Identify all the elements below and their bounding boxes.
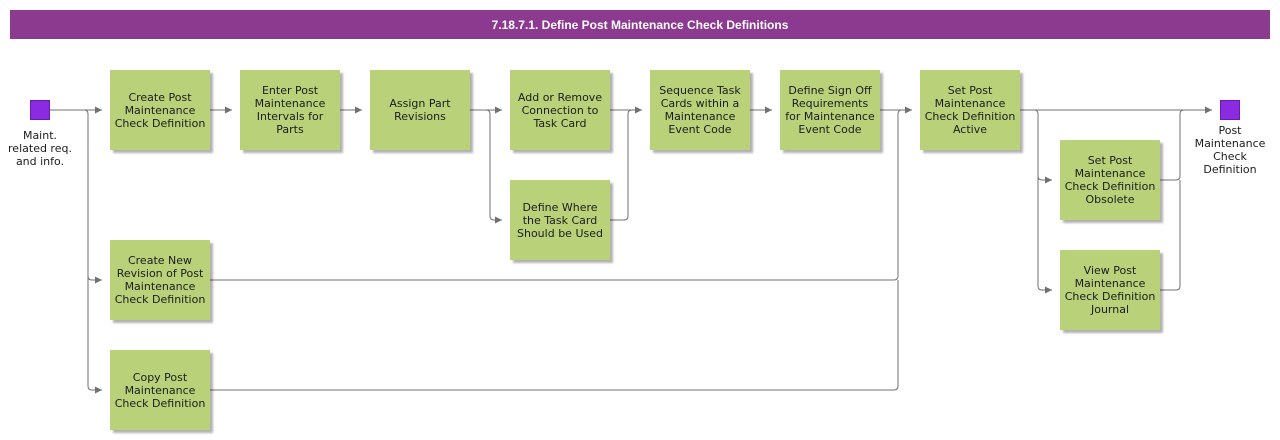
diagram-title-bar: 7.18.7.1. Define Post Maintenance Check … xyxy=(10,10,1270,39)
edge-copy-to-active xyxy=(210,280,899,391)
activity-label: Sequence Task Cards within a Maintenance… xyxy=(659,84,741,136)
end-node xyxy=(1220,100,1240,120)
activity-define-sign-off-requirements[interactable]: Define Sign Off Requirements for Mainten… xyxy=(780,70,880,150)
activity-label: Copy Post Maintenance Check Definition xyxy=(114,370,206,410)
activity-set-definition-active[interactable]: Set Post Maintenance Check Definition Ac… xyxy=(920,70,1020,150)
activity-label: Create Post Maintenance Check Definition xyxy=(114,90,206,130)
activity-define-where-task-card-used[interactable]: Define Where the Task Card Should be Use… xyxy=(510,180,610,260)
activity-label: Set Post Maintenance Check Definition Ac… xyxy=(924,84,1016,136)
edge-active-to-obsolete xyxy=(1033,109,1052,184)
activity-label: Create New Revision of Post Maintenance … xyxy=(114,254,206,306)
start-node-label: Maint. related req. and info. xyxy=(8,129,72,168)
diagram-title: 7.18.7.1. Define Post Maintenance Check … xyxy=(491,17,789,32)
activity-sequence-task-cards[interactable]: Sequence Task Cards within a Maintenance… xyxy=(650,70,750,150)
activity-label: Set Post Maintenance Check Definition Ob… xyxy=(1064,154,1156,206)
activity-view-definition-journal[interactable]: View Post Maintenance Check Definition J… xyxy=(1060,250,1160,330)
edge-active-to-journal xyxy=(1037,176,1052,294)
activity-assign-part-revisions[interactable]: Assign Part Revisions xyxy=(370,70,470,150)
edge-journal-to-end xyxy=(1160,180,1181,291)
activity-enter-post-maintenance-intervals[interactable]: Enter Post Maintenance Intervals for Par… xyxy=(240,70,340,150)
edge-obsolete-to-end xyxy=(1160,109,1185,181)
activity-label: View Post Maintenance Check Definition J… xyxy=(1064,264,1156,316)
edge-assign-to-define-where xyxy=(485,109,502,224)
activity-create-post-maintenance-check-definition[interactable]: Create Post Maintenance Check Definition xyxy=(110,70,210,150)
activity-label: Assign Part Revisions xyxy=(389,97,451,123)
activity-copy-definition[interactable]: Copy Post Maintenance Check Definition xyxy=(110,350,210,430)
activity-add-remove-connection[interactable]: Add or Remove Connection to Task Card xyxy=(510,70,610,150)
activity-label: Add or Remove Connection to Task Card xyxy=(517,90,603,130)
start-node xyxy=(30,100,50,120)
activity-set-definition-obsolete[interactable]: Set Post Maintenance Check Definition Ob… xyxy=(1060,140,1160,220)
end-node-label: Post Maintenance Check Definition xyxy=(1194,124,1266,176)
edge-start-branch-revision xyxy=(83,109,102,284)
activity-label: Define Where the Task Card Should be Use… xyxy=(517,200,603,240)
activity-label: Enter Post Maintenance Intervals for Par… xyxy=(254,84,326,136)
activity-create-new-revision[interactable]: Create New Revision of Post Maintenance … xyxy=(110,240,210,320)
activity-label: Define Sign Off Requirements for Mainten… xyxy=(785,84,875,136)
edge-start-branch-copy xyxy=(87,276,102,394)
edge-define-where-to-sequence xyxy=(610,109,633,221)
edge-revision-to-active xyxy=(210,109,903,281)
